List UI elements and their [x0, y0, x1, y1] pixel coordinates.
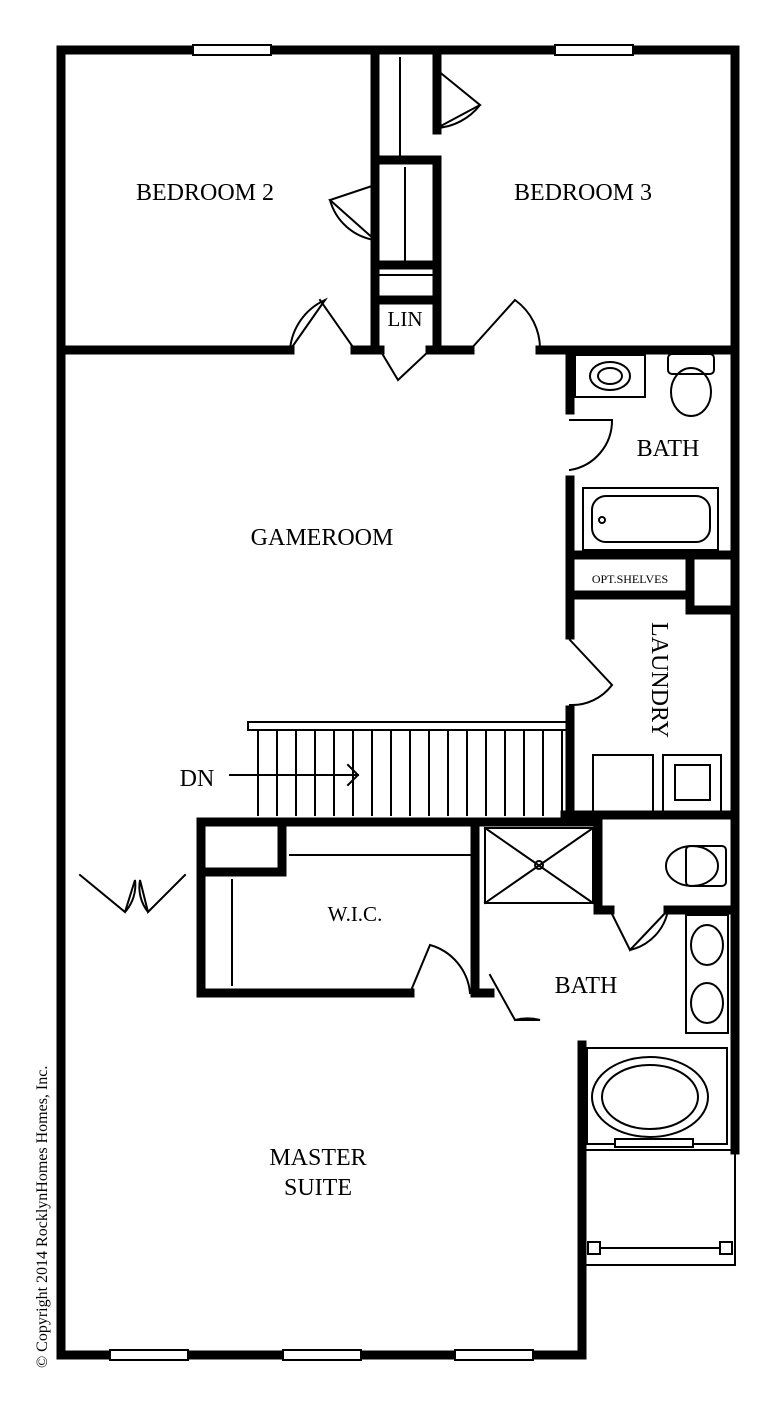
label-wic: W.I.C.	[328, 902, 383, 926]
label-laundry: LAUNDRY	[646, 622, 672, 738]
label-master-suite-line2: SUITE	[284, 1175, 352, 1201]
exterior-walls	[56, 45, 740, 1360]
label-opt-shelves: OPT.SHELVES	[592, 572, 668, 586]
copyright-notice: © Copyright 2014 RocklynHomes Homes, Inc…	[34, 1065, 51, 1368]
windows	[109, 44, 694, 1361]
label-bath-upper: BATH	[637, 436, 700, 462]
label-gameroom: GAMEROOM	[251, 525, 394, 551]
label-bedroom-2: BEDROOM 2	[136, 180, 274, 206]
label-stairs-dn: DN	[180, 766, 215, 792]
label-linen: LIN	[388, 307, 423, 331]
label-bath-master: BATH	[555, 973, 618, 999]
fixture-lines	[229, 57, 736, 1266]
label-master-suite-line1: MASTER	[269, 1145, 366, 1171]
label-bedroom-3: BEDROOM 3	[514, 180, 652, 206]
door-swings	[78, 68, 670, 1022]
interior-walls	[56, 45, 740, 1155]
